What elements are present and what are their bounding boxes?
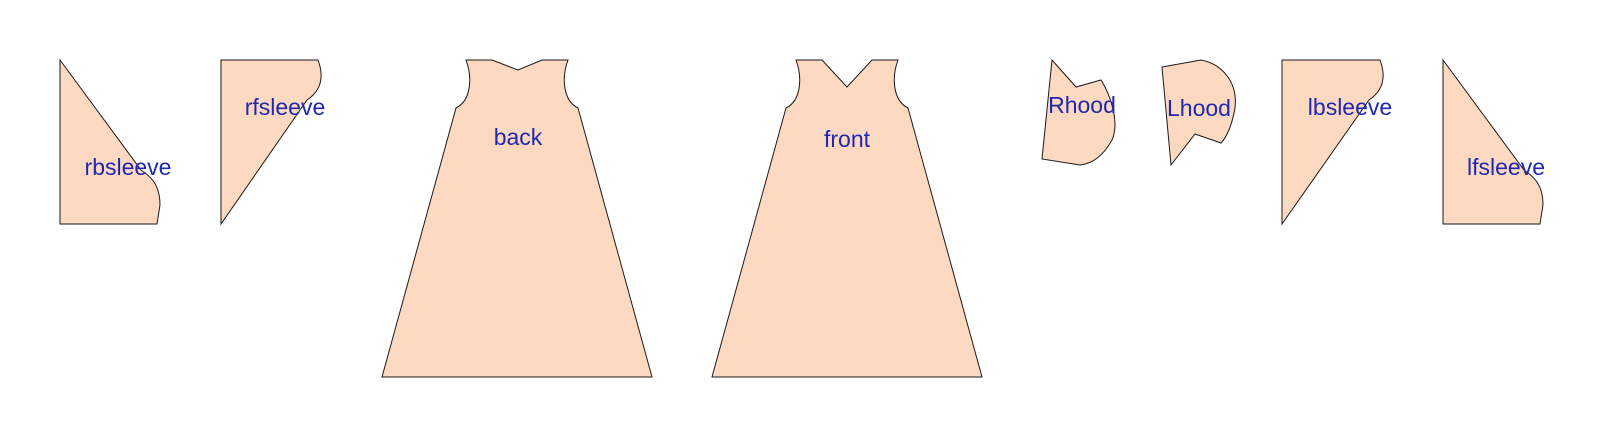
pattern-piece-lbsleeve[interactable]: lbsleeve [1281, 59, 1392, 226]
rbsleeve-label: rbsleeve [85, 154, 172, 180]
back-outline [381, 59, 653, 378]
pattern-piece-front[interactable]: front [711, 59, 983, 378]
rfsleeve-outline [220, 59, 322, 226]
pattern-piece-rhood[interactable]: Rhood [1041, 58, 1116, 166]
lfsleeve-label: lfsleeve [1467, 154, 1545, 180]
pattern-piece-back[interactable]: back [381, 59, 653, 378]
lbsleeve-label: lbsleeve [1308, 94, 1392, 120]
lhood-outline [1161, 59, 1236, 167]
rbsleeve-outline [59, 58, 161, 225]
lfsleeve-outline [1442, 58, 1544, 225]
pattern-piece-lhood[interactable]: Lhood [1161, 59, 1236, 167]
pattern-piece-rbsleeve[interactable]: rbsleeve [59, 58, 172, 225]
lbsleeve-outline [1281, 59, 1384, 226]
front-outline [711, 59, 983, 378]
rhood-outline [1041, 58, 1116, 166]
pattern-piece-lfsleeve[interactable]: lfsleeve [1442, 58, 1545, 225]
lhood-label: Lhood [1167, 95, 1231, 121]
pattern-piece-rfsleeve[interactable]: rfsleeve [220, 59, 326, 226]
rfsleeve-label: rfsleeve [245, 94, 326, 120]
rhood-label: Rhood [1048, 92, 1116, 118]
front-label: front [824, 126, 871, 152]
back-label: back [494, 124, 543, 150]
